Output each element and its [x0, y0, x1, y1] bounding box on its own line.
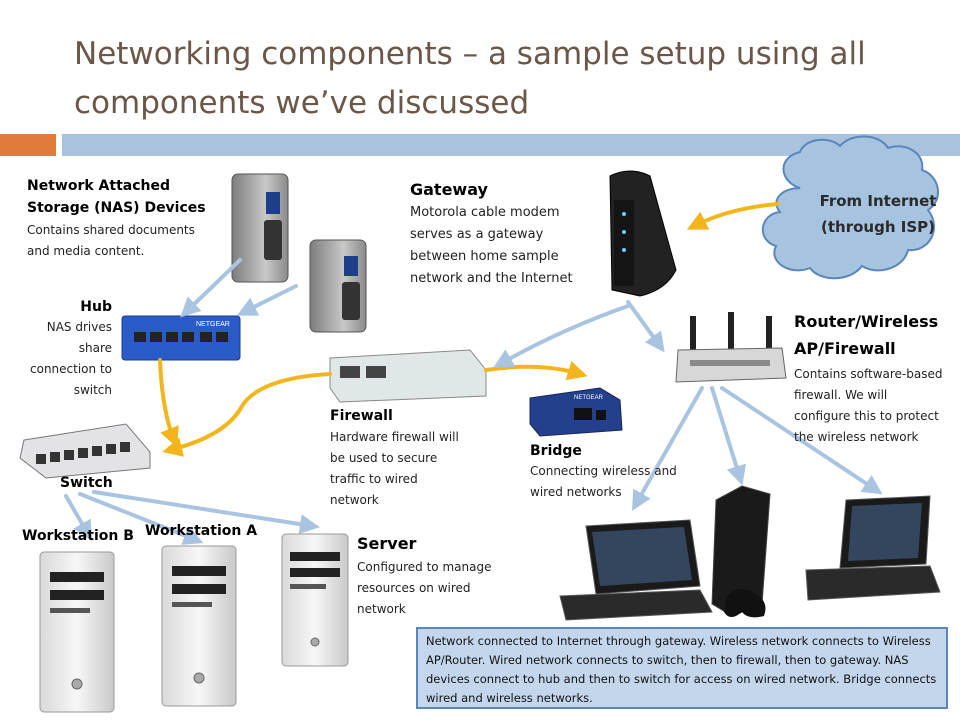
title-accent-bar: [0, 134, 56, 156]
switch-to-workstation-b-arrow: [64, 494, 93, 541]
server-description: Configured to manage resources on wired …: [357, 560, 492, 616]
game-console-icon: [711, 485, 771, 618]
firewall-description: Hardware firewall will be used to secure…: [330, 430, 459, 507]
router-to-laptop-right-arrow: [720, 386, 883, 495]
nas-label: Network Attached Storage (NAS) Devices: [27, 178, 206, 216]
router-description: Contains software-based firewall. We wil…: [794, 367, 943, 444]
workstation-b-tower-icon: [39, 551, 115, 713]
gateway-to-router-arrow: [626, 300, 665, 353]
nas-to-hub-arrow: [180, 258, 242, 318]
switch-to-server-arrow: [92, 490, 320, 535]
gateway-label: Gateway: [410, 180, 488, 199]
firewall-label: Firewall: [330, 408, 393, 424]
switch-label: Switch: [60, 475, 113, 491]
workstation-a-label: Workstation A: [145, 523, 258, 539]
switch-icon: [19, 423, 151, 479]
laptop-right-icon: [805, 495, 941, 601]
hub-label: Hub: [80, 299, 112, 315]
bridge-brand: NETGEAR: [574, 395, 604, 401]
gateway-to-firewall-arrow: [493, 304, 630, 368]
workstation-b-label: Workstation B: [22, 528, 134, 544]
cloud-label: From Internet (through ISP): [819, 192, 937, 236]
workstation-a-tower-icon: [161, 545, 237, 707]
cable-modem-icon: [609, 170, 677, 297]
router-to-laptop-left-arrow: [632, 386, 704, 511]
nas2-to-hub-arrow: [236, 284, 298, 316]
router-to-console-arrow: [710, 386, 746, 486]
internet-cloud-icon: [761, 135, 939, 280]
hub-description: NAS drives share connection to switch: [30, 320, 112, 397]
server-label: Server: [357, 534, 417, 553]
hardware-firewall-icon: [329, 349, 487, 403]
switch-to-workstation-a-arrow: [78, 492, 204, 545]
title-divider-bar: [62, 134, 960, 156]
nas-description: Contains shared documents and media cont…: [27, 223, 195, 258]
internet-to-gateway-arrow: [686, 202, 780, 230]
slide-title: Networking components – a sample setup u…: [74, 36, 866, 121]
gateway-description: Motorola cable modem serves as a gateway…: [410, 205, 573, 286]
laptop-left-icon: [559, 519, 713, 621]
server-tower-icon: [281, 533, 349, 667]
summary-note: Network connected to Internet through ga…: [416, 627, 948, 709]
wireless-router-icon: [675, 312, 787, 383]
bridge-description: Connecting wireless and wired networks: [530, 464, 677, 499]
hub-icon: NETGEAR: [121, 315, 241, 361]
nas-device-icon: [231, 173, 367, 333]
firewall-to-bridge-arrow: [484, 360, 588, 381]
firewall-to-switch-arrow: [162, 372, 332, 457]
bridge-device-icon: NETGEAR: [529, 387, 623, 437]
hub-brand: NETGEAR: [196, 321, 230, 328]
hub-to-switch-arrow: [158, 358, 179, 448]
router-label: Router/Wireless AP/Firewall: [794, 312, 939, 358]
bridge-label: Bridge: [530, 443, 582, 459]
